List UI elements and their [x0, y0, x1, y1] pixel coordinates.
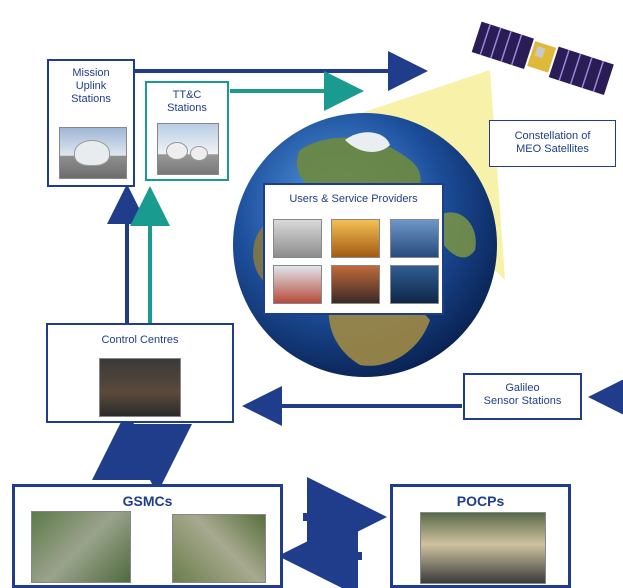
sensor-stations-box: Galileo Sensor Stations	[463, 373, 582, 420]
user-photo-4	[273, 265, 322, 304]
pocps-label: POCPs	[456, 493, 505, 509]
ttc-stations-box: TT&C Stations	[145, 81, 229, 181]
mission-uplink-label: Mission Uplink Stations	[71, 67, 111, 105]
sensor-stations-label: Galileo Sensor Stations	[483, 382, 562, 407]
users-label: Users & Service Providers	[289, 193, 418, 205]
map-icon	[172, 514, 266, 583]
ttc-label: TT&C Stations	[167, 89, 207, 114]
antenna-dish-icon	[59, 127, 127, 179]
pocps-box: POCPs	[390, 484, 571, 588]
control-room-icon	[99, 358, 181, 417]
user-photo-6	[390, 265, 439, 304]
control-room-icon	[420, 512, 546, 584]
map-icon	[31, 511, 131, 583]
user-photo-1	[273, 219, 322, 258]
user-photo-5	[331, 265, 380, 304]
control-centres-label: Control Centres	[101, 334, 179, 346]
users-service-providers-box: Users & Service Providers	[263, 183, 444, 315]
gsmcs-box: GSMCs	[12, 484, 283, 588]
user-photo-3	[390, 219, 439, 258]
antenna-dish-icon	[157, 123, 219, 175]
satellite-icon	[471, 21, 614, 95]
control-centres-box: Control Centres	[46, 323, 234, 423]
gsmcs-label: GSMCs	[122, 493, 173, 509]
user-photo-2	[331, 219, 380, 258]
mission-uplink-stations-box: Mission Uplink Stations	[47, 59, 135, 187]
constellation-label: Constellation of MEO Satellites	[514, 130, 591, 155]
constellation-box: Constellation of MEO Satellites	[489, 120, 616, 167]
